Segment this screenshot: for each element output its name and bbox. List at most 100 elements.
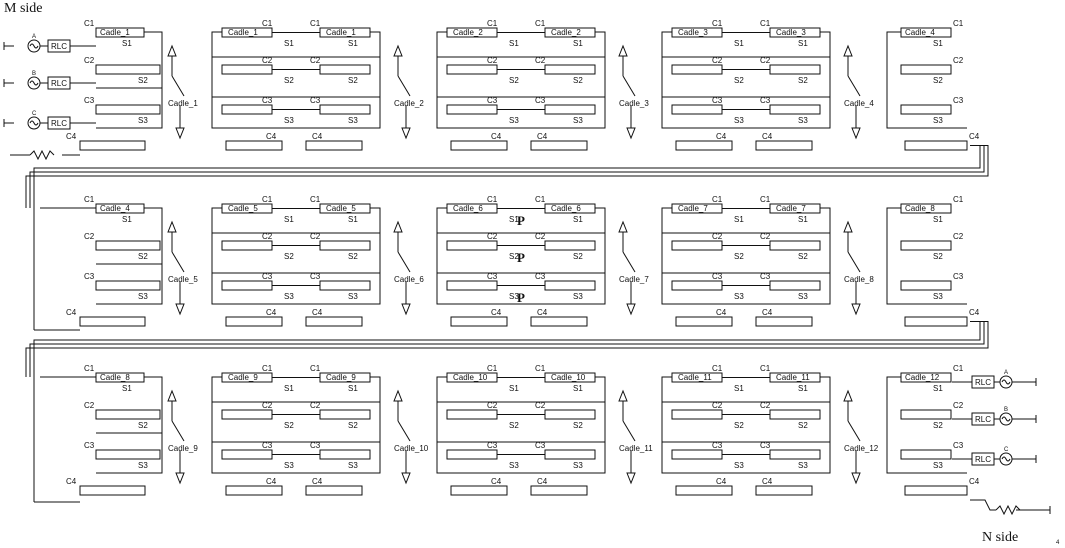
cable-segment [95,280,161,291]
block-frame [661,207,831,305]
terminal-label: C4 [312,308,323,317]
cable-segment [446,27,498,38]
frame-wire [96,376,163,474]
block-frame [661,376,831,474]
cable-segment [544,449,596,460]
arrow-down-icon [626,127,636,140]
cable-name: Cadle_8 [100,373,130,382]
terminal-label: C2 [953,401,964,410]
cable-segment [221,372,273,383]
cable-box [95,203,145,214]
terminal-label: C3 [712,441,723,450]
cable-name: Cadle_2 [453,28,483,37]
cable-name: Cadle_4 [100,204,130,213]
terminal-label: C2 [953,232,964,241]
switch-label: Cadle_1 [168,99,198,108]
terminal-label: S2 [348,252,358,261]
cable-segment [544,372,596,383]
rlc-box [971,375,995,389]
terminal-label: C4 [716,308,727,317]
terminal-label: C3 [953,272,964,281]
terminal-label: S2 [933,252,943,261]
cable-segment [305,140,363,151]
terminal-label: C1 [487,195,498,204]
block-frame [436,31,606,129]
frame-wire [886,376,967,474]
terminal-label: C2 [310,56,321,65]
switch-label: Cadle_5 [168,275,198,284]
cable-segment [221,64,273,75]
terminal-label: S3 [798,292,808,301]
terminal-label: C1 [310,19,321,28]
terminal-label: C4 [66,308,77,317]
sine-icon [1001,456,1011,462]
terminal-label: C1 [953,364,964,373]
arrow-up-icon [167,44,177,57]
terminal-label: S2 [138,252,148,261]
cable-segment [79,140,146,151]
block-frame [436,376,606,474]
cable-segment [95,64,161,75]
rlc-label: RLC [51,119,67,128]
cable-segment [319,449,371,460]
cable-segment [221,240,273,251]
cable-segment [671,203,723,214]
cable-segment [544,240,596,251]
cable-segment [904,140,968,151]
terminal-label: S1 [734,384,744,393]
cable-segment [446,240,498,251]
cable-segment [769,240,821,251]
block-frame [211,31,381,129]
terminal-label: C4 [969,132,980,141]
terminal-label: C4 [969,308,980,317]
cable-segment [671,449,723,460]
arrow-up-icon [843,389,853,402]
terminal-label: C4 [266,132,277,141]
cable-name: Cadle_9 [326,373,356,382]
arrow-down-icon [626,303,636,316]
cable-segment [755,316,813,327]
cable-segment [769,203,821,214]
terminal-label: C4 [762,132,773,141]
phase-label: B [32,71,36,77]
cable-segment [319,372,371,383]
terminal-label: C2 [487,401,498,410]
terminal-label: C1 [712,19,723,28]
cable-segment [671,372,723,383]
terminal-label: S3 [348,292,358,301]
rlc-label: RLC [51,42,67,51]
terminal-label: C3 [953,96,964,105]
cable-segment [225,140,283,151]
terminal-label: S1 [284,215,294,224]
cable-segment [305,316,363,327]
terminal-label: S1 [933,39,943,48]
terminal-label: S1 [798,384,808,393]
terminal-label: C3 [487,272,498,281]
cable-name: Cadle_2 [551,28,581,37]
terminal-label: C1 [487,19,498,28]
cable-segment [221,203,273,214]
block-frame [211,376,381,474]
arrow-up-icon [167,220,177,233]
terminal-label: S2 [573,76,583,85]
cable-segment [671,280,723,291]
p-marker: P [517,213,525,228]
cable-segment [79,316,146,327]
terminal-label: C3 [712,272,723,281]
rlc-box [47,39,71,53]
cable-segment [769,27,821,38]
terminal-label: S3 [933,461,943,470]
switch-label: Cadle_7 [619,275,649,284]
cable-segment [544,104,596,115]
terminal-label: S1 [122,215,132,224]
cable-segment [900,409,952,420]
terminal-label: S1 [348,384,358,393]
arrow-up-icon [843,220,853,233]
phase-label: A [1004,370,1008,376]
arrow-down-icon [401,472,411,485]
terminal-label: S3 [734,461,744,470]
cable-segment [544,64,596,75]
cable-segment [675,140,733,151]
cable-segment [671,409,723,420]
terminal-label: C1 [953,19,964,28]
